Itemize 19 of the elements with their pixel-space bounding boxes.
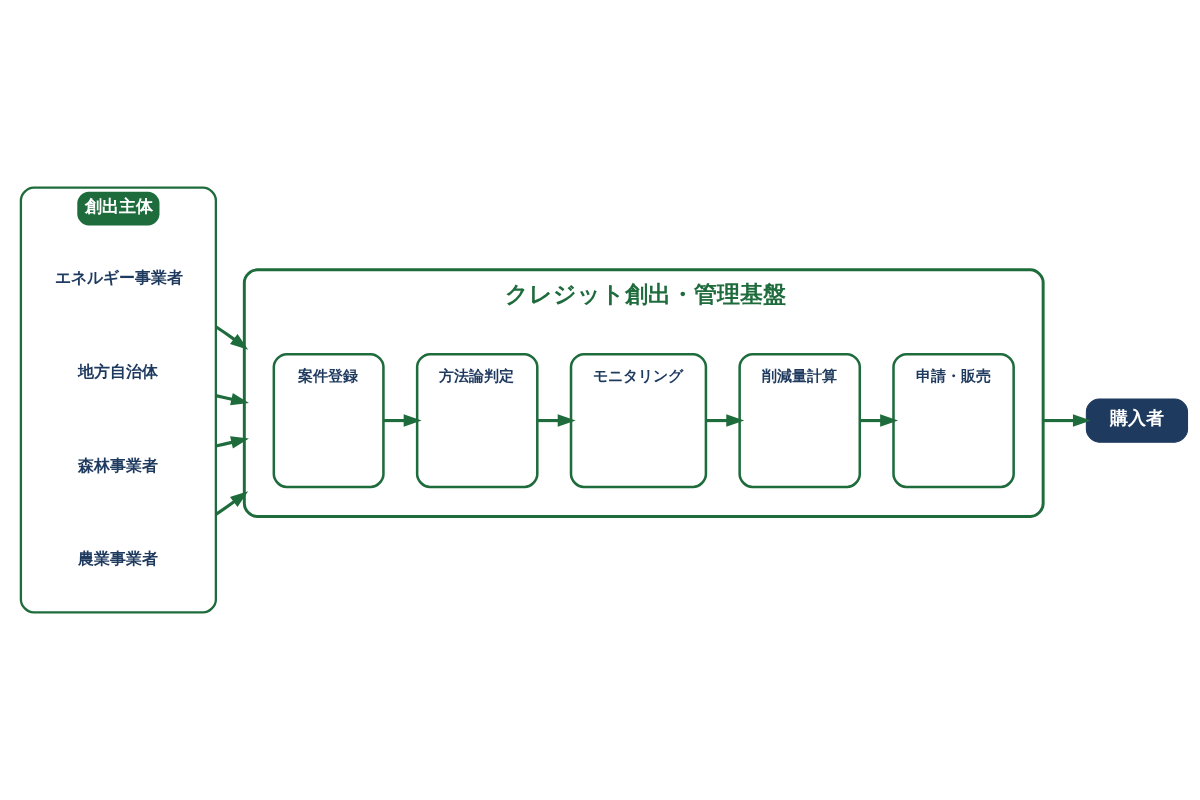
node-text: 地方自治体 [78,361,159,381]
arrow [537,414,576,427]
arrow [1043,414,1091,427]
node-text: 農業事業者 [78,549,159,569]
arrow [215,491,249,516]
arrow [215,393,249,406]
node-box: 申請・販売 [892,352,1015,489]
arrow [859,414,899,427]
node-box: 購入者 [1085,398,1189,443]
node-box: 案件登録 [272,352,385,489]
node-text: 森林事業者 [78,455,159,475]
node-box: 削減量計算 [738,352,862,489]
node-box: モニタリング [569,352,708,489]
node-text: エネルギー事業者 [54,268,183,288]
node-box: 方法論判定 [415,352,539,489]
arrow [383,414,422,427]
arrow [706,414,745,427]
arrow [215,325,249,350]
arrow [215,436,249,449]
